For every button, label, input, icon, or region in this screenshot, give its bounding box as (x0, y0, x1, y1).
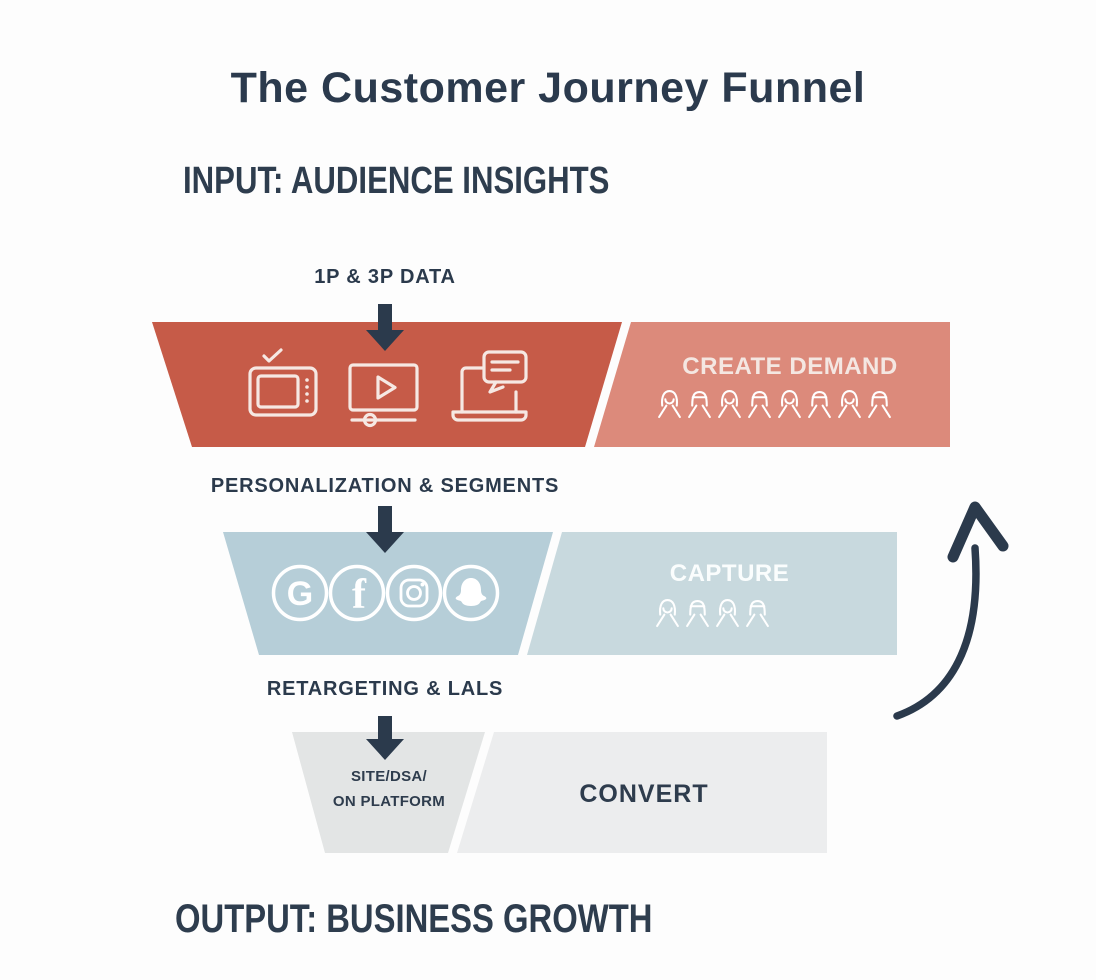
svg-text:f: f (352, 572, 367, 618)
arrow-down-icon (366, 304, 404, 351)
person-icon (714, 596, 741, 629)
capture-band-right (527, 532, 897, 655)
person-icon (776, 387, 803, 420)
social-platform-icons: G f (271, 564, 500, 622)
feedback-loop-arrow-icon (893, 501, 1009, 720)
input-heading: INPUT: AUDIENCE INSIGHTS (183, 160, 610, 202)
facebook-icon: f (328, 564, 386, 622)
page-title: The Customer Journey Funnel (230, 64, 866, 112)
convert-left-label: SITE/DSA/ ON PLATFORM (314, 764, 464, 814)
convert-band-right (457, 732, 827, 853)
tv-ad-icon (248, 348, 318, 417)
person-icon (836, 387, 863, 420)
stage-name-capture: CAPTURE (669, 560, 790, 587)
stage-name-convert: CONVERT (579, 780, 709, 808)
convert-left-label-line2: ON PLATFORM (332, 793, 446, 810)
laptop-chat-icon (451, 350, 528, 422)
audience-icons-capture (654, 596, 771, 629)
person-icon (654, 596, 681, 629)
person-icon (656, 387, 683, 420)
arrow-down-icon (366, 506, 404, 553)
person-icon (716, 387, 743, 420)
snapchat-icon (442, 564, 500, 622)
person-capped-icon (806, 387, 833, 420)
convert-band-left (292, 732, 485, 853)
svg-text:G: G (287, 575, 313, 613)
flow-label-personalization-segments: PERSONALIZATION & SEGMENTS (210, 475, 560, 497)
instagram-icon (385, 564, 443, 622)
google-icon: G (271, 564, 329, 622)
person-capped-icon (684, 596, 711, 629)
output-heading: OUTPUT: BUSINESS GROWTH (175, 897, 653, 941)
person-capped-icon (686, 387, 713, 420)
person-capped-icon (744, 596, 771, 629)
person-capped-icon (746, 387, 773, 420)
convert-left-label-line1: SITE/DSA/ (350, 768, 428, 785)
video-player-icon (348, 363, 419, 428)
flow-label-retargeting-lals: RETARGETING & LALS (266, 678, 504, 700)
person-capped-icon (866, 387, 893, 420)
flow-label-1p-3p-data: 1P & 3P DATA (314, 266, 456, 288)
audience-icons-create-demand (656, 387, 893, 420)
arrow-down-icon (366, 716, 404, 760)
create-demand-band-right (594, 322, 950, 447)
stage-name-create-demand: CREATE DEMAND (682, 353, 898, 380)
